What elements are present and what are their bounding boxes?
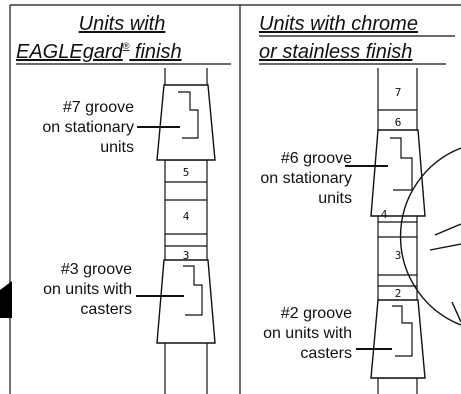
registered-mark: ® — [123, 41, 130, 51]
left-callout-top-line3: units — [100, 139, 134, 156]
black-wedge-shape — [0, 281, 12, 318]
left-post-number-3: 3 — [183, 249, 190, 262]
left-callout-bottom-line1: #3 groove — [61, 261, 132, 278]
right-callout-bottom-line3: casters — [300, 345, 352, 362]
left-sleeve-bottom — [156, 259, 216, 344]
right-sleeve-top — [370, 129, 426, 217]
right-callout-bottom-line2: on units with — [263, 325, 352, 342]
panel-frame — [9, 4, 461, 394]
magnifier-circle — [399, 147, 461, 326]
left-callout-bottom-line2: on units with — [43, 281, 132, 298]
right-heading-line2: or stainless finish — [259, 41, 412, 63]
left-heading-suffix: finish — [129, 41, 181, 63]
right-post-number-3: 3 — [395, 249, 402, 262]
left-sleeve-top — [156, 84, 216, 161]
right-post-number-2: 2 — [395, 287, 402, 300]
left-callout-top-line1: #7 groove — [63, 99, 134, 116]
left-post-number-4: 4 — [183, 210, 190, 223]
left-callout-bottom-line3: casters — [80, 301, 132, 318]
right-panel: Units with chrome or stainless finish 7 — [259, 13, 461, 394]
left-post-number-5: 5 — [183, 166, 190, 179]
left-heading-line2: EAGLEgard® finish — [16, 41, 182, 63]
left-callout-top-line2: on stationary — [42, 119, 134, 136]
right-post-number-7: 7 — [395, 86, 402, 99]
right-callout-top-line1: #6 groove — [281, 150, 352, 167]
left-heading-brand: EAGLEgard — [16, 41, 124, 63]
right-heading-line1: Units with chrome — [259, 13, 418, 35]
right-post-number-6: 6 — [395, 116, 402, 129]
right-callout-top-line2: on stationary — [260, 170, 352, 187]
left-panel: Units with EAGLEgard® finish 5 4 3 #7 — [16, 13, 231, 394]
right-post-number-4: 4 — [381, 208, 388, 221]
left-heading-line1: Units with — [79, 13, 166, 35]
right-callout-bottom-line1: #2 groove — [281, 305, 352, 322]
right-callout-top-line3: units — [318, 190, 352, 207]
right-sleeve-bottom — [370, 299, 426, 379]
